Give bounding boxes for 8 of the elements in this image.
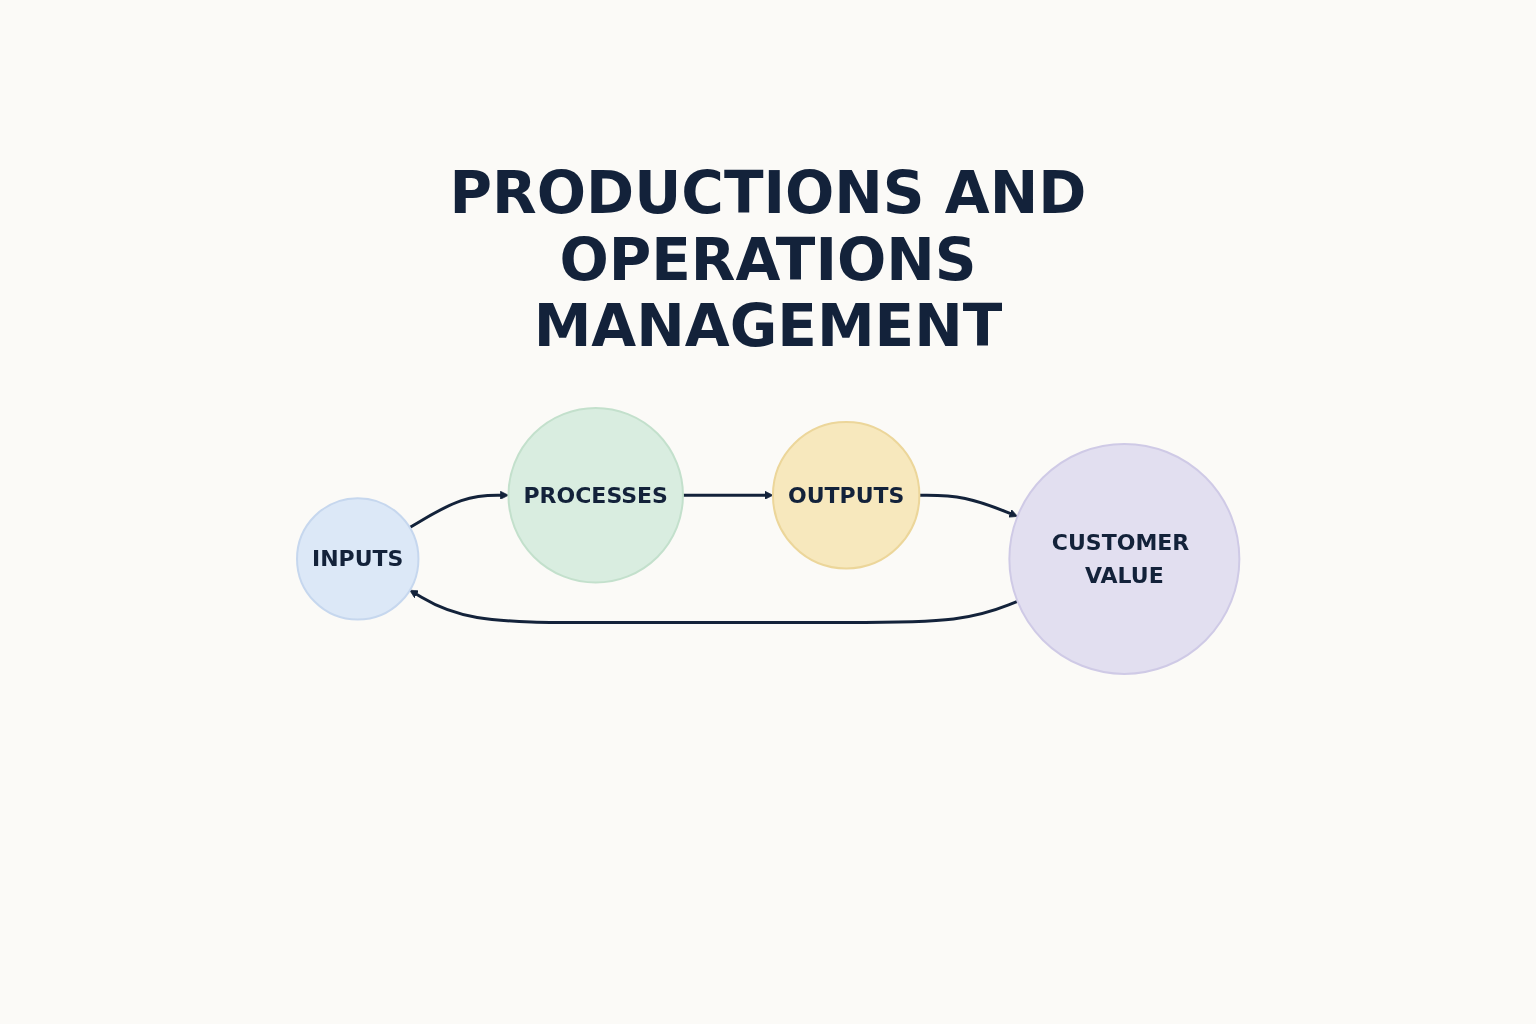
arrow: [408, 490, 509, 529]
arrow: [919, 493, 1018, 518]
node-circle: INPUTS: [295, 497, 420, 621]
arrow: [409, 589, 1018, 625]
node-circle: OUTPUTS: [771, 421, 921, 570]
title: PRODUCTIONS AND OPERATIONS MANAGEMENT: [448, 160, 1088, 361]
node-circle: CUSTOMER VALUE: [1008, 442, 1241, 675]
node-circle: PROCESSES: [507, 407, 684, 584]
